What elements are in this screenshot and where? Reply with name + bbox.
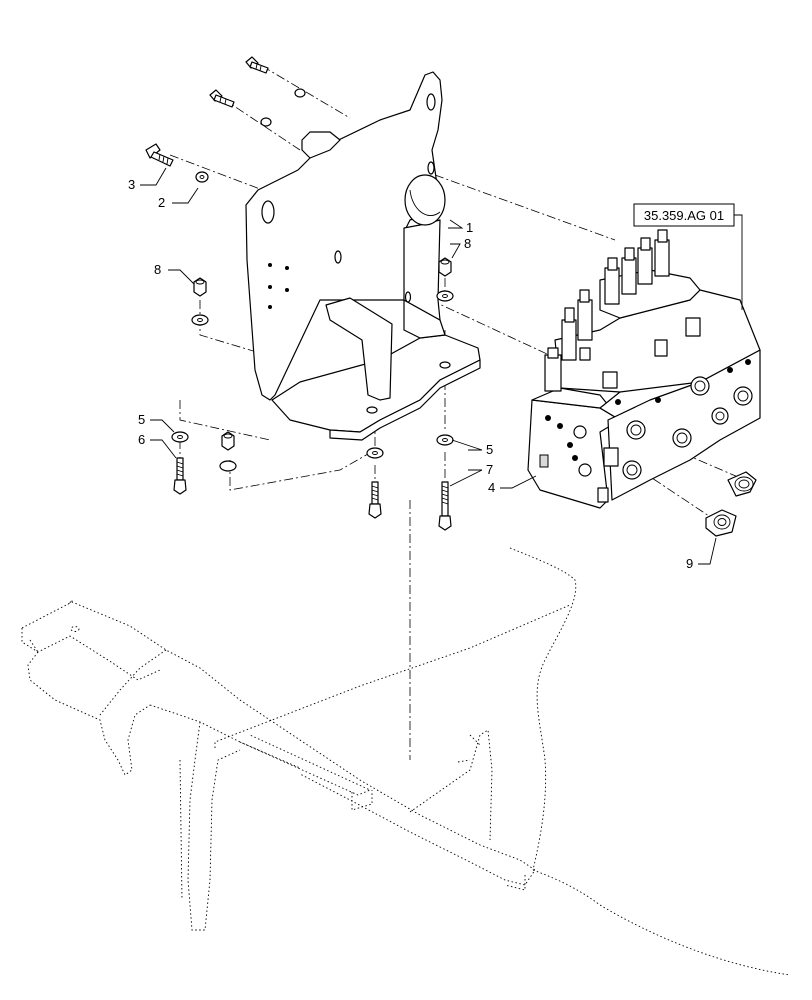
callout-6: 6	[138, 432, 145, 447]
nut-lower	[219, 431, 237, 472]
bolt-6	[173, 457, 187, 495]
control-valve	[527, 229, 761, 509]
callout-4: 4	[488, 480, 495, 495]
bolt-3	[145, 143, 174, 167]
callout-2: 2	[158, 195, 165, 210]
callout-5-right: 5	[486, 442, 493, 457]
callout-1: 1	[466, 220, 473, 235]
callout-8-left: 8	[154, 262, 161, 277]
bolt-mid	[368, 481, 382, 519]
bolt-7	[438, 481, 452, 531]
reference-box: 35.359.AG 01	[633, 203, 743, 310]
callout-5-left: 5	[138, 412, 145, 427]
washer-5-right	[436, 434, 454, 446]
callout-labels: 1 2 3 4 5 5 6 7 8 8 9	[128, 177, 693, 571]
washer-5-mid	[366, 447, 384, 459]
callout-3: 3	[128, 177, 135, 192]
plug-9	[705, 509, 737, 537]
plug-upper	[727, 471, 757, 497]
bolt-upper-2	[209, 89, 272, 127]
washer-2	[195, 171, 209, 183]
leaders	[140, 167, 717, 565]
washer-5-left	[171, 431, 189, 443]
tractor-frame	[21, 547, 791, 976]
nut-8-left	[191, 277, 209, 326]
callout-8-right: 8	[464, 236, 471, 251]
callout-7: 7	[486, 462, 493, 477]
bolt-upper-1	[245, 56, 306, 98]
mounting-bracket	[245, 71, 481, 441]
nut-8-right	[436, 257, 454, 302]
reference-box-label: 35.359.AG 01	[644, 208, 724, 223]
callout-9: 9	[686, 556, 693, 571]
